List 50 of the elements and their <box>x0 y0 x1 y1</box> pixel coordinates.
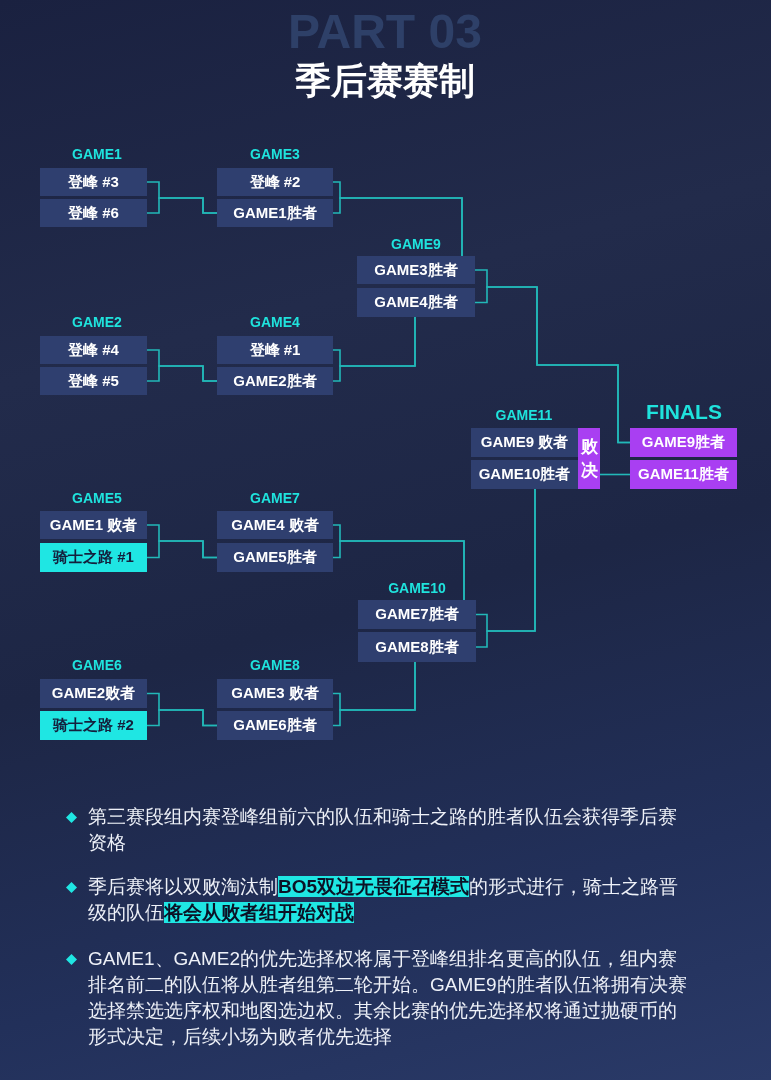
match-heading: GAME7 <box>250 490 300 507</box>
match-heading: GAME3 <box>250 146 300 163</box>
bracket-slot: GAME3 败者 <box>217 679 333 708</box>
page-title: 季后赛赛制 <box>295 60 475 102</box>
bracket-slot: GAME7胜者 <box>358 600 476 629</box>
bracket-slot: 登峰 #6 <box>40 199 147 227</box>
bracket-line <box>332 197 463 257</box>
bracket-line <box>332 540 465 601</box>
bracket-slot: GAME4胜者 <box>357 288 475 317</box>
match-heading: GAME10 <box>388 580 446 597</box>
bracket-line <box>146 709 218 727</box>
match-heading: GAME6 <box>72 657 122 674</box>
match-heading: GAME8 <box>250 657 300 674</box>
bracket-line <box>332 316 416 382</box>
bracket-slot: GAME8胜者 <box>358 632 476 662</box>
bracket-slot: 登峰 #4 <box>40 336 147 364</box>
rule-note: 第三赛段组内赛登峰组前六的队伍和骑士之路的胜者队伍会获得季后赛资格 <box>88 805 678 855</box>
bracket-slot: GAME10胜者 <box>471 460 578 489</box>
bracket-slot: 骑士之路 #2 <box>40 711 147 740</box>
bracket-slot: GAME5胜者 <box>217 543 333 572</box>
bracket-slot: GAME1胜者 <box>217 199 333 227</box>
match-heading: FINALS <box>646 400 722 424</box>
bracket-slot: 登峰 #3 <box>40 168 147 196</box>
finals-slot: GAME11胜者 <box>630 460 737 489</box>
bracket-line <box>599 473 631 476</box>
bracket-line <box>146 197 218 214</box>
match-tag: 败决 <box>578 428 600 489</box>
match-heading: GAME11 <box>495 407 553 424</box>
match-heading: GAME5 <box>72 490 122 507</box>
match-heading: GAME4 <box>250 314 300 331</box>
bracket-slot: GAME2败者 <box>40 679 147 708</box>
bracket-slot: GAME2胜者 <box>217 367 333 395</box>
bracket-slot: 登峰 #5 <box>40 367 147 395</box>
bracket-slot: GAME3胜者 <box>357 256 475 284</box>
bracket-line <box>146 365 218 382</box>
match-heading: GAME1 <box>72 146 122 163</box>
bracket-slot: 登峰 #2 <box>217 168 333 196</box>
bracket-line <box>146 540 218 559</box>
bracket-slot: GAME1 败者 <box>40 511 147 539</box>
bracket-slot: GAME6胜者 <box>217 711 333 740</box>
bracket-slot: 登峰 #1 <box>217 336 333 364</box>
rule-note: GAME1、GAME2的优先选择权将属于登峰组排名更高的队伍，组内赛排名前二的队伍将从胜者组第二轮开始。GAME9的胜者队伍将拥有决赛选择禁选选序权和地图选边权。其余比赛的优先选择权将通过抛硬币的形式决定，后续小场为败者优先选择 <box>88 947 688 1049</box>
match-heading: GAME2 <box>72 314 122 331</box>
bracket-slot: 骑士之路 #1 <box>40 543 147 572</box>
rule-note: 季后赛将以双败淘汰制BO5双边无畏征召模式的形式进行，骑士之路晋级的队伍将会从败者组开始对战 <box>88 875 680 925</box>
bracket-slot: GAME4 败者 <box>217 511 333 539</box>
finals-slot: GAME9胜者 <box>630 428 737 457</box>
match-heading: GAME9 <box>391 236 441 253</box>
bracket-line <box>332 661 416 727</box>
bracket-slot: GAME9 败者 <box>471 428 578 457</box>
